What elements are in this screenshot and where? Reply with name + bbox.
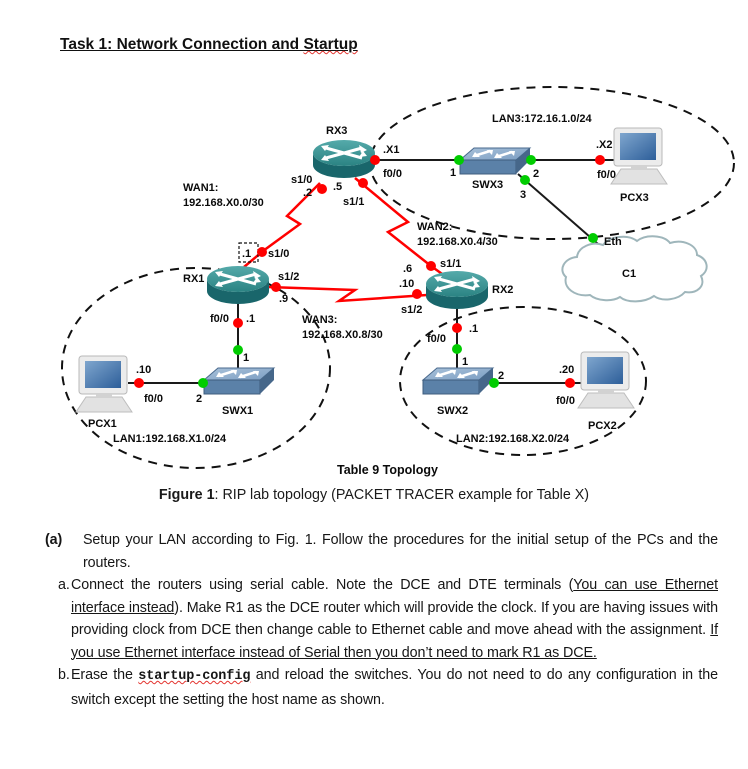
figure-label: Figure 1 bbox=[158, 487, 215, 503]
page-title: Task 1: Network Connection and Startup bbox=[60, 36, 358, 54]
sub-item-a-marker: a. bbox=[58, 577, 70, 593]
label-swx3: SWX3 bbox=[472, 179, 503, 191]
switch-swx1-icon bbox=[202, 367, 276, 395]
sub-a-seg2-underlined: You can use Ethernet interface instead bbox=[71, 577, 718, 616]
label-addr-dot5: .5 bbox=[333, 181, 342, 193]
sub-a-seg3: ). Make R1 as the DCE router which will … bbox=[71, 599, 718, 639]
label-if-pcx1-f00: f0/0 bbox=[144, 393, 163, 405]
sub-item-a-text: Connect the routers using serial cable. … bbox=[71, 574, 718, 664]
figure-caption: Figure 1: RIP lab topology (PACKET TRACE… bbox=[0, 487, 748, 503]
label-addr-dot2: .2 bbox=[303, 187, 312, 199]
label-lan1: LAN1:192.168.X1.0/24 bbox=[113, 433, 227, 445]
label-wan2-name: WAN2: bbox=[417, 221, 452, 233]
router-rx3-icon bbox=[313, 140, 375, 178]
item-a-paragraph: (a) Setup your LAN according to Fig. 1. … bbox=[45, 529, 718, 574]
label-swx1-port2: 2 bbox=[196, 393, 202, 405]
lan1-boundary-ellipse bbox=[61, 267, 331, 469]
label-addr-rx1-s10: .1 bbox=[242, 248, 251, 260]
pc-pcx1-icon bbox=[75, 355, 133, 413]
page-title-text: Task 1: Network Connection and bbox=[60, 36, 304, 53]
label-rx1: RX1 bbox=[183, 273, 204, 285]
diagram-caption: Table 9 Topology bbox=[337, 463, 438, 477]
router-rx2-icon bbox=[426, 271, 488, 309]
serial-link-wan2 bbox=[354, 177, 446, 278]
sub-b-seg1: Erase the bbox=[71, 667, 139, 683]
label-swx2: SWX2 bbox=[437, 405, 468, 417]
router-rx1-icon bbox=[207, 266, 269, 304]
label-addr-x2: .X2 bbox=[596, 139, 613, 151]
label-wan2-subnet: 192.168.X0.4/30 bbox=[417, 236, 498, 248]
label-addr-pcx1: .10 bbox=[136, 364, 151, 376]
label-rx3: RX3 bbox=[326, 125, 347, 137]
cloud-shape bbox=[561, 235, 708, 303]
label-addr-pcx2: .20 bbox=[559, 364, 574, 376]
sub-item-b-marker: b. bbox=[58, 667, 70, 683]
label-if-rx3-s11: s1/1 bbox=[343, 196, 364, 208]
label-swx1: SWX1 bbox=[222, 405, 253, 417]
dce-marker-box bbox=[238, 242, 259, 263]
switch-swx2-icon bbox=[421, 367, 495, 395]
label-addr-dot9: .9 bbox=[279, 293, 288, 305]
label-swx1-port1: 1 bbox=[243, 352, 249, 364]
lan2-boundary-ellipse bbox=[399, 306, 647, 456]
label-addr-dot6: .6 bbox=[403, 263, 412, 275]
item-a-text: Setup your LAN according to Fig. 1. Foll… bbox=[83, 532, 718, 571]
label-if-rx2-s12: s1/2 bbox=[401, 304, 422, 316]
label-if-pcx3-f00: f0/0 bbox=[597, 169, 616, 181]
sub-a-seg4-underlined: If you use Ethernet interface instead of… bbox=[71, 622, 718, 661]
label-addr-rx1-f00: .1 bbox=[246, 313, 255, 325]
item-a-marker: (a) bbox=[45, 532, 63, 548]
label-if-pcx2-f00: f0/0 bbox=[556, 395, 575, 407]
startup-config-command: startup-config bbox=[138, 669, 251, 684]
label-cloud-c1: C1 bbox=[622, 268, 636, 280]
instructions-block: (a) Setup your LAN according to Fig. 1. … bbox=[45, 529, 718, 711]
sub-b-seg2: and reload the switches. You do not need… bbox=[71, 667, 719, 708]
label-swx2-port2: 2 bbox=[498, 370, 504, 382]
sub-a-seg1: Connect the routers using serial cable. … bbox=[71, 577, 574, 593]
label-if-rx1-s10: s1/0 bbox=[268, 248, 289, 260]
pc-pcx2-icon bbox=[577, 351, 635, 409]
label-lan2: LAN2:192.168.X2.0/24 bbox=[456, 433, 570, 445]
sub-item-a-paragraph: a. Connect the routers using serial cabl… bbox=[45, 574, 718, 664]
label-wan1-name: WAN1: bbox=[183, 182, 218, 194]
pc-pcx3-icon bbox=[610, 127, 668, 185]
label-addr-rx2-s12: .10 bbox=[399, 278, 414, 290]
label-swx3-port3: 3 bbox=[520, 189, 526, 201]
label-if-rx3-s10: s1/0 bbox=[291, 174, 312, 186]
label-if-rx1-f00: f0/0 bbox=[210, 313, 229, 325]
label-swx2-port1: 1 bbox=[462, 356, 468, 368]
label-if-rx1-s12: s1/2 bbox=[278, 271, 299, 283]
label-wan1-subnet: 192.168.X0.0/30 bbox=[183, 197, 264, 209]
network-topology-diagram: RX3 .X1 f0/0 s1/0 .2 .5 s1/1 LAN3:172.16… bbox=[61, 86, 735, 477]
label-swx3-port2: 2 bbox=[533, 168, 539, 180]
label-wan3-name: WAN3: bbox=[302, 314, 337, 326]
serial-link-wan3 bbox=[267, 285, 428, 303]
label-eth: Eth bbox=[604, 236, 622, 248]
label-addr-x1: .X1 bbox=[383, 144, 400, 156]
label-if-rx2-f00: f0/0 bbox=[427, 333, 446, 345]
figure-caption-text: : RIP lab topology (PACKET TRACER exampl… bbox=[214, 487, 590, 503]
label-pcx2: PCX2 bbox=[588, 420, 617, 432]
label-addr-rx2-f00: .1 bbox=[469, 323, 478, 335]
port-status-dots-red bbox=[134, 155, 605, 388]
label-if-rx2-s11: s1/1 bbox=[440, 258, 461, 270]
sub-item-b-text: Erase the startup-config and reload the … bbox=[71, 664, 718, 711]
label-if-rx3-f00: f0/0 bbox=[383, 168, 402, 180]
sub-item-b-paragraph: b. Erase the startup-config and reload t… bbox=[45, 664, 718, 711]
label-pcx3: PCX3 bbox=[620, 192, 649, 204]
port-status-dots-green bbox=[198, 155, 598, 388]
label-swx3-port1: 1 bbox=[450, 167, 456, 179]
label-wan3-subnet: 192.168.X0.8/30 bbox=[302, 329, 383, 341]
label-pcx1: PCX1 bbox=[88, 418, 117, 430]
label-rx2: RX2 bbox=[492, 284, 513, 296]
lan3-boundary-ellipse bbox=[369, 86, 735, 240]
switch-swx3-icon bbox=[458, 147, 532, 175]
label-lan3: LAN3:172.16.1.0/24 bbox=[492, 113, 593, 125]
page-title-spellcheck-word: Startup bbox=[303, 36, 358, 53]
serial-link-wan1 bbox=[243, 182, 321, 268]
